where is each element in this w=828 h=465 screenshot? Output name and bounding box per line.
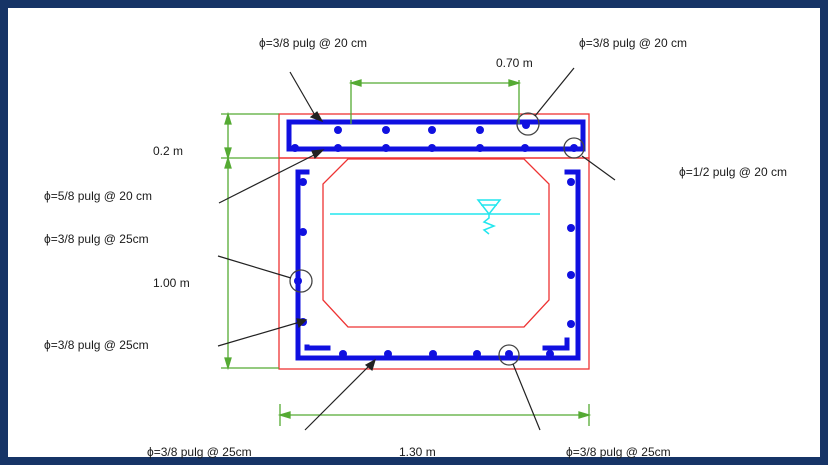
dim-label-slab-thickness: 0.2 m	[153, 144, 183, 158]
dim-arrow	[224, 155, 232, 169]
bar-dot	[428, 144, 436, 152]
box-outline	[278, 157, 590, 370]
leader-left-2	[217, 255, 292, 279]
bar-dot	[505, 350, 513, 358]
bar-dot	[521, 144, 529, 152]
leader-left-1	[218, 152, 319, 204]
bar-dot	[567, 271, 575, 279]
bar-dot	[299, 228, 307, 236]
rebar	[286, 119, 586, 361]
label-bottom-left: ϕ=3/8 pulg @ 25cm	[147, 445, 252, 459]
bar-dot	[522, 121, 530, 129]
bar-dot	[567, 320, 575, 328]
dim-label-wall-height: 1.00 m	[153, 276, 190, 290]
bar-dot	[476, 144, 484, 152]
dim-label-total-width: 1.30 m	[399, 445, 436, 459]
dim-arrow	[224, 147, 232, 161]
dim-arrow	[277, 411, 291, 419]
bar-dot	[546, 350, 554, 358]
bar-dot	[570, 144, 578, 152]
bar-dot	[476, 126, 484, 134]
dim-arrow	[578, 411, 592, 419]
box-rebar-main	[295, 169, 581, 361]
callout-circle	[516, 112, 540, 136]
dim-arrow	[224, 357, 232, 371]
bar-dot	[567, 178, 575, 186]
bottom-left-hook	[304, 344, 331, 351]
rebar-dots	[291, 121, 578, 358]
bar-dot	[567, 224, 575, 232]
water-level-zigzag	[482, 214, 497, 235]
bar-dot	[428, 126, 436, 134]
callout-circles	[289, 112, 585, 366]
bottom-right-hook	[542, 337, 570, 351]
dim-arrow	[224, 111, 232, 125]
bar-dot	[473, 350, 481, 358]
leader-left-3	[217, 321, 301, 347]
bar-dot	[339, 350, 347, 358]
label-left-1: ϕ=5/8 pulg @ 20 cm	[44, 189, 152, 203]
label-left-2: ϕ=3/8 pulg @ 25cm	[44, 232, 149, 246]
leader-arrow	[311, 149, 325, 160]
bar-dot	[294, 277, 302, 285]
dim-arrow	[348, 79, 362, 87]
bar-dot	[299, 178, 307, 186]
bar-dot	[429, 350, 437, 358]
bar-dot	[334, 126, 342, 134]
leader-right	[581, 155, 616, 181]
leader-arrow	[309, 111, 324, 123]
bar-dot	[334, 144, 342, 152]
label-bottom-right: ϕ=3/8 pulg @ 25cm	[566, 445, 671, 459]
water-level-symbol	[476, 199, 502, 216]
concrete-outline	[278, 113, 590, 370]
bar-dot	[382, 144, 390, 152]
leader-top-left	[289, 71, 317, 118]
callout-circle	[289, 269, 313, 293]
leader-arrow	[296, 318, 308, 329]
label-top-right: ϕ=3/8 pulg @ 20 cm	[579, 36, 687, 50]
callout-circle	[563, 137, 585, 159]
bar-dot	[382, 126, 390, 134]
callout-circle	[498, 344, 520, 366]
leader-lines	[217, 67, 616, 431]
leader-top-right	[534, 67, 575, 117]
bar-dot	[291, 144, 299, 152]
leader-arrow	[364, 358, 376, 372]
dimension-lines	[221, 79, 592, 426]
water-level	[330, 199, 540, 235]
inner-opening-outline	[322, 158, 550, 328]
label-right: ϕ=1/2 pulg @ 20 cm	[679, 165, 787, 179]
top-slab-rebar	[286, 119, 586, 152]
label-top-left: ϕ=3/8 pulg @ 20 cm	[259, 36, 367, 50]
leader-bottom-left	[304, 364, 371, 431]
label-left-3: ϕ=3/8 pulg @ 25cm	[44, 338, 149, 352]
dim-arrow	[508, 79, 522, 87]
dim-label-top: 0.70 m	[496, 56, 533, 70]
bar-dot	[384, 350, 392, 358]
leader-bottom-right	[512, 363, 541, 431]
